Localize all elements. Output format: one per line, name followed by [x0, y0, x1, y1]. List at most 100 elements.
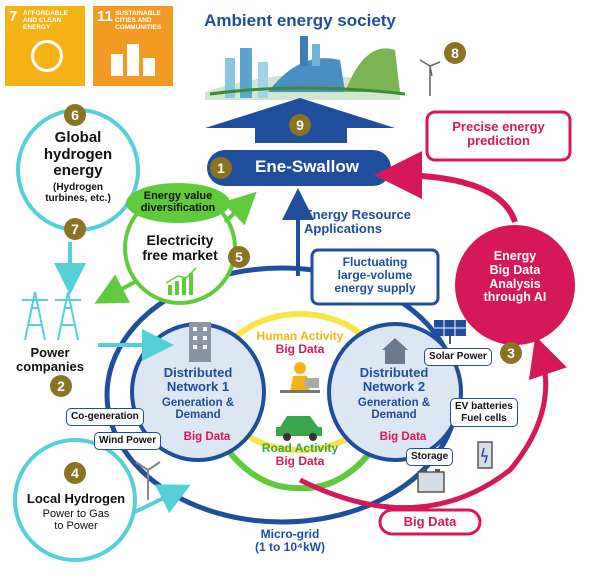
market-chart-icon [165, 267, 197, 295]
global-hydrogen-line1: Global [54, 129, 102, 146]
sdg11-tile: 11 SUSTAINABLE CITIES AND COMMUNITIES [93, 6, 173, 86]
badge-1: 1 [210, 157, 232, 179]
network2-label: Distributed Network 2 Generation & Deman… [338, 365, 450, 422]
solar-power-tag: Solar Power [424, 348, 492, 366]
ev-line2: Fuel cells [461, 412, 507, 424]
house-icon [382, 338, 408, 364]
network2-line1: Distributed [359, 365, 429, 380]
fluctuating-line2: large-volume [337, 268, 413, 283]
badge-3: 3 [500, 342, 522, 364]
badge-7: 7 [64, 218, 86, 240]
fluctuating-line3: energy supply [334, 281, 416, 296]
network1-line4: Demand [175, 409, 221, 422]
network1-line2: Network 1 [166, 379, 230, 395]
big-data-ai-line3: Analysis [489, 276, 541, 291]
resource-apps-label: Energy Resource Applications [304, 207, 434, 237]
arrow-market-to-power [94, 274, 136, 304]
road-activity-line1: Road Activity [261, 441, 339, 455]
human-activity-line1: Human Activity [256, 329, 344, 343]
precise-line1: Precise energy [452, 119, 545, 134]
energy-value-label: Energy value diversification [130, 190, 226, 214]
top-arrow-head [205, 98, 395, 128]
sdg11-label: SUSTAINABLE CITIES AND COMMUNITIES [115, 10, 162, 32]
network2-line2: Network 2 [362, 379, 426, 395]
arrow-market-to-ene [222, 191, 257, 226]
network1-label: Distributed Network 1 Generation & Deman… [142, 365, 254, 422]
sun-icon [31, 40, 63, 72]
big-data-ai-circle [455, 225, 575, 345]
city-illustration [205, 36, 441, 100]
fluctuating-line1: Fluctuating [342, 255, 408, 269]
arrow-local-to-network [134, 484, 191, 514]
energy-value-line1: Energy value [143, 190, 213, 202]
ev-fuel-tag: EV batteries Fuel cells [450, 398, 518, 427]
wind-power-tag: Wind Power [94, 432, 162, 450]
local-hydrogen-label: Local Hydrogen Power to Gas to Power [16, 491, 136, 533]
page-title: Ambient energy society [204, 11, 396, 30]
local-hydrogen-line3: to Power [54, 520, 98, 533]
battery-icon [417, 469, 445, 493]
power-companies-line2: companies [16, 359, 84, 375]
fluctuating-label: Fluctuating large-volume energy supply [314, 255, 436, 296]
badge-8: 8 [444, 42, 466, 64]
fluctuating-box [310, 248, 440, 306]
badge-2: 2 [50, 375, 72, 397]
energy-value-line2: diversification [140, 202, 216, 215]
badge-9: 9 [289, 114, 311, 136]
big-data-ai-line4: through AI [483, 290, 547, 305]
local-hydrogen-circle [13, 438, 137, 562]
human-activity-line2: Big Data [275, 342, 325, 357]
local-hydrogen-line1: Local Hydrogen [26, 491, 126, 506]
electricity-market-line2: free market [142, 247, 218, 264]
sdg7-label: AFFORDABLE AND CLEAN ENERGY [23, 10, 68, 32]
network2-big-data: Big Data [379, 431, 427, 443]
sdg7-tile: 7 AFFORDABLE AND CLEAN ENERGY [5, 6, 85, 86]
microgrid-label: Micro-grid (1 to 10⁴kW) [230, 527, 350, 555]
power-companies-label: Power companies [10, 345, 90, 375]
big-data-ai-label: Energy Big Data Analysis through AI [460, 249, 570, 305]
sdg11-number: 11 [97, 8, 113, 25]
human-activity-label: Human Activity Big Data [240, 329, 360, 357]
badge-4: 4 [64, 462, 86, 484]
building-icon [189, 322, 211, 362]
resource-apps-line2: Applications [304, 221, 383, 237]
badge-5: 5 [228, 246, 250, 268]
storage-tag: Storage [406, 448, 454, 466]
network1-big-data: Big Data [183, 431, 231, 443]
road-activity-line2: Big Data [275, 454, 325, 469]
precise-prediction-box [425, 110, 572, 162]
road-activity-arc [211, 428, 389, 492]
microgrid-line2: (1 to 10⁴kW) [255, 540, 325, 555]
global-hydrogen-line3: energy [53, 162, 103, 179]
global-hydrogen-line2: hydrogen [43, 145, 113, 163]
network1-line3: Generation & [161, 396, 235, 409]
arrow-bigdata-to-ai [298, 335, 567, 511]
electricity-market-label: Electricity free market [130, 232, 230, 264]
electricity-market-line1: Electricity [146, 232, 214, 248]
energy-value-blob [126, 183, 230, 223]
arrow-ai-to-ene [374, 151, 518, 224]
wind-turbine-icon [135, 461, 161, 500]
badge-6: 6 [64, 104, 86, 126]
sdg7-number: 7 [9, 8, 18, 25]
power-companies-line1: Power [30, 345, 70, 360]
solar-panel-icon [434, 320, 466, 344]
big-data-ai-line2: Big Data [489, 262, 541, 277]
resource-apps-line1: Energy Resource [304, 207, 411, 222]
ev-line1: EV batteries [455, 401, 513, 412]
global-hydrogen-line4: (Hydrogen [53, 181, 103, 193]
microgrid-line1: Micro-grid [260, 527, 320, 541]
city-icon [111, 54, 123, 76]
network2-line3: Generation & [357, 396, 431, 409]
big-data-pill-label: Big Data [403, 514, 457, 529]
car-icon [276, 416, 322, 441]
cogeneration-tag: Co-generation [66, 408, 144, 426]
ene-swallow-label: Ene-Swallow [255, 157, 359, 176]
precise-line2: prediction [467, 133, 530, 149]
ev-charger-icon [477, 441, 493, 469]
network1-line1: Distributed [163, 365, 233, 380]
road-activity-label: Road Activity Big Data [240, 441, 360, 469]
precise-prediction-label: Precise energy prediction [430, 119, 567, 149]
global-hydrogen-title: Global hydrogen energy (Hydrogen turbine… [28, 129, 128, 203]
